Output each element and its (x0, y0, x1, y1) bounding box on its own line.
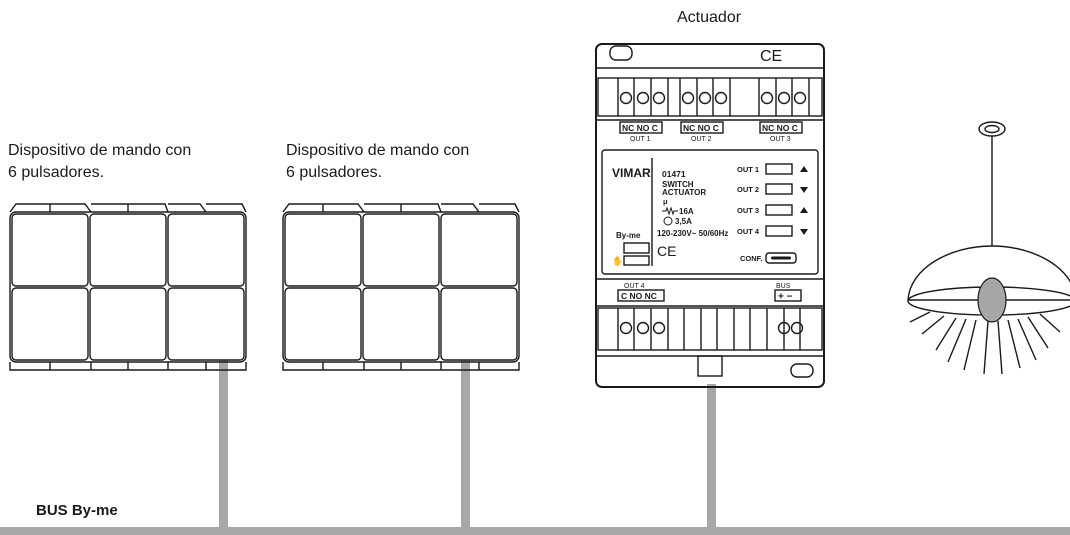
bus-terminal-caption: BUS (776, 283, 791, 290)
motor-icon (663, 216, 673, 226)
keypad-2 (282, 203, 520, 371)
manual-hand-icon: ✋ (612, 255, 623, 266)
bottom-terminal-block: OUT 4 C NO NC BUS + − (596, 278, 824, 378)
bus-drop-keypad-2 (461, 360, 470, 530)
out1-label: OUT 1 (737, 165, 759, 174)
keypad-1-caption: Dispositivo de mando con 6 pulsadores. (8, 140, 191, 184)
product-name-line1: SWITCH (662, 180, 694, 189)
out2-button (765, 183, 793, 195)
keypad-2-caption-line1: Dispositivo de mando con (286, 142, 470, 159)
bottom-terminal-label: C NO NC (621, 291, 657, 301)
out1-terminal-label: NC NO C (622, 123, 658, 133)
actuator-module: CE NC NO C NC NO C NC NO C OUT 1 OUT 2 O… (595, 43, 825, 388)
out4-button (765, 225, 793, 237)
out2-arrow-down-icon (800, 187, 808, 193)
lamp-shade (907, 245, 1070, 301)
out3-button (765, 204, 793, 216)
bus-line (0, 527, 1070, 535)
conf-button (765, 252, 797, 264)
resistor-icon (662, 206, 678, 216)
bus-system-label: By-me (616, 231, 641, 240)
resistive-rating: 16A (679, 207, 694, 216)
keypad-2-caption: Dispositivo de mando con 6 pulsadores. (286, 140, 469, 184)
mounting-hole-top (609, 45, 633, 61)
top-terminal-block: NC NO C NC NO C NC NO C OUT 1 OUT 2 OUT … (596, 77, 824, 143)
motor-rating: 3,5A (675, 217, 692, 226)
keypad-1 (9, 203, 247, 371)
manual-button (623, 255, 650, 266)
ce-mark-panel: CE (657, 243, 676, 259)
light-rays (909, 311, 1061, 375)
conf-label: CONF. (740, 254, 763, 263)
out2-caption: OUT 2 (691, 136, 712, 143)
bus-wiring (0, 360, 1070, 535)
product-code: 01471 (662, 169, 686, 179)
brand-label: VIMAR (612, 166, 651, 180)
front-panel: VIMAR 01471 SWITCH ACTUATOR μ 16A 3,5A 1… (601, 149, 819, 275)
out1-caption: OUT 1 (630, 136, 651, 143)
micro-symbol: μ (663, 197, 668, 206)
out3-terminal-label: NC NO C (762, 123, 798, 133)
bus-drop-actuator (707, 384, 716, 530)
out4-label: OUT 4 (737, 227, 760, 236)
out3-arrow-up-icon (800, 207, 808, 213)
ceiling-rose (978, 121, 1006, 137)
out1-button (765, 163, 793, 175)
voltage-rating: 120-230V~ 50/60Hz (657, 229, 728, 238)
out3-label: OUT 3 (737, 206, 759, 215)
keypad-1-caption-line1: Dispositivo de mando con (8, 142, 192, 159)
actuator-title: Actuador (677, 9, 742, 26)
bus-led (623, 242, 650, 254)
out2-terminal-label: NC NO C (683, 123, 719, 133)
bus-polarity: + − (778, 292, 793, 303)
bus-drop-keypad-1 (219, 360, 228, 530)
bus-label: BUS By-me (36, 502, 118, 519)
keypad-1-caption-line2: 6 pulsadores. (8, 164, 105, 181)
out4-bottom-caption: OUT 4 (624, 283, 645, 290)
ce-mark-top: CE (760, 48, 782, 65)
product-name-line2: ACTUATOR (662, 188, 706, 197)
lamp-bulb-icon (977, 277, 1007, 323)
keypad-2-caption-line2: 6 pulsadores. (286, 164, 383, 181)
out4-arrow-down-icon (800, 229, 808, 235)
mounting-hole-bottom (790, 363, 814, 378)
out2-label: OUT 2 (737, 185, 759, 194)
out3-caption: OUT 3 (770, 136, 791, 143)
out1-arrow-up-icon (800, 166, 808, 172)
ceiling-lamp (907, 121, 1070, 375)
din-clip (697, 355, 723, 377)
